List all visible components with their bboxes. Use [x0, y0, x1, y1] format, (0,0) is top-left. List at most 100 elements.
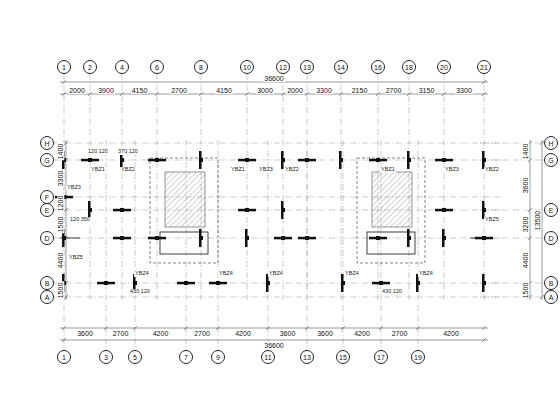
- axis-label: A: [549, 294, 554, 301]
- axis-label: 9: [216, 354, 220, 361]
- dimension: 4150: [215, 87, 233, 94]
- dimension: 3300: [57, 170, 64, 188]
- axis-bubble: 3: [99, 350, 113, 364]
- axis-bubble: B: [544, 276, 558, 290]
- axis-label: 2: [88, 64, 92, 71]
- axis-label: G: [548, 157, 553, 164]
- axis-bubble: 2: [83, 60, 97, 74]
- axis-bubble: 7: [179, 350, 193, 364]
- column-tag: YBZ1: [230, 167, 246, 173]
- column-tag: YBZ2: [120, 167, 136, 173]
- dimension: 3300: [315, 87, 333, 94]
- dimension: 4200: [442, 330, 460, 337]
- dimension: 4200: [353, 330, 371, 337]
- axis-label: 13: [303, 64, 311, 71]
- column-tag: 120 120: [87, 149, 109, 155]
- axis-bubble: 17: [374, 350, 388, 364]
- axis-bubble: 13: [300, 350, 314, 364]
- axis-label: 18: [405, 64, 413, 71]
- dimension: 36600: [263, 75, 284, 82]
- axis-bubble: G: [544, 153, 558, 167]
- column-tag: YBZ3: [258, 167, 274, 173]
- axis-label: B: [549, 280, 554, 287]
- axis-label: 16: [374, 64, 382, 71]
- axis-bubble: 14: [334, 60, 348, 74]
- dimension: 2150: [351, 87, 369, 94]
- axis-label: 21: [480, 64, 488, 71]
- axis-label: B: [45, 280, 50, 287]
- axis-label: 4: [120, 64, 124, 71]
- axis-label: H: [548, 140, 553, 147]
- axis-bubble: E: [544, 203, 558, 217]
- dimension: 3000: [256, 87, 274, 94]
- column-tag: YBZ1: [380, 167, 396, 173]
- column-tag: 430 120: [381, 289, 403, 295]
- column-tag: YBZ4: [268, 271, 284, 277]
- column-tag: YBZ4: [134, 271, 150, 277]
- dimension: 1500: [57, 281, 64, 299]
- dimension: 13500: [535, 209, 542, 230]
- axis-bubble: G: [40, 153, 54, 167]
- axis-bubble: 8: [194, 60, 208, 74]
- axis-bubble: 21: [477, 60, 491, 74]
- axis-label: 3: [104, 354, 108, 361]
- axis-bubble: 10: [240, 60, 254, 74]
- axis-bubble: D: [544, 231, 558, 245]
- axis-bubble: 1: [57, 350, 71, 364]
- dimension: 1400: [57, 143, 64, 161]
- axis-label: 19: [414, 354, 422, 361]
- dimension: 3200: [522, 215, 529, 233]
- axis-bubble: H: [40, 136, 54, 150]
- axis-bubble: A: [40, 290, 54, 304]
- column-tag: 370 120: [117, 149, 139, 155]
- axis-label: 5: [133, 354, 137, 361]
- dimension: 1200: [57, 195, 64, 213]
- dimension: 2700: [193, 330, 211, 337]
- dimension: 1400: [522, 143, 529, 161]
- column-tag: 430 120: [129, 289, 151, 295]
- axis-label: E: [549, 207, 554, 214]
- column-tag: YBZ5: [484, 217, 500, 223]
- axis-label: 8: [199, 64, 203, 71]
- dimension: 4150: [131, 87, 149, 94]
- dimension: 2700: [170, 87, 188, 94]
- column-tag: YBZ5: [68, 255, 84, 261]
- axis-bubble: 19: [411, 350, 425, 364]
- axis-label: 1: [62, 64, 66, 71]
- axis-bubble: 4: [115, 60, 129, 74]
- dimension: 1500: [57, 215, 64, 233]
- axis-bubble: 16: [371, 60, 385, 74]
- axis-label: 11: [264, 354, 271, 361]
- dimension: 3900: [97, 87, 115, 94]
- dimension: 4400: [522, 252, 529, 270]
- axis-bubble: 5: [128, 350, 142, 364]
- dimension: 2700: [391, 330, 409, 337]
- axis-label: H: [44, 140, 49, 147]
- axis-bubble: 11: [261, 350, 275, 364]
- column-tag: YBZ3: [66, 185, 82, 191]
- axis-label: 1: [62, 354, 66, 361]
- axis-label: E: [45, 207, 50, 214]
- dimension: 3150: [418, 87, 436, 94]
- axis-bubble: H: [544, 136, 558, 150]
- dimension: 3600: [279, 330, 297, 337]
- column-tag: 120 350: [69, 217, 91, 223]
- axis-bubble: 20: [437, 60, 451, 74]
- axis-bubble: D: [40, 231, 54, 245]
- column-tag: YBZ3: [444, 167, 460, 173]
- axis-label: 13: [303, 354, 311, 361]
- column-tag: YBZ4: [344, 271, 360, 277]
- dimension: 2700: [112, 330, 130, 337]
- axis-bubble: 12: [276, 60, 290, 74]
- dimension: 4200: [152, 330, 170, 337]
- axis-bubble: B: [40, 276, 54, 290]
- column-tag: YBZ2: [284, 167, 300, 173]
- dimension: 1500: [522, 281, 529, 299]
- axis-label: 20: [440, 64, 448, 71]
- axis-bubble: 13: [300, 60, 314, 74]
- dimension: 2700: [385, 87, 403, 94]
- dimension: 4200: [234, 330, 252, 337]
- dimension: 2000: [68, 87, 86, 94]
- axis-label: 15: [339, 354, 347, 361]
- axis-bubble: F: [40, 190, 54, 204]
